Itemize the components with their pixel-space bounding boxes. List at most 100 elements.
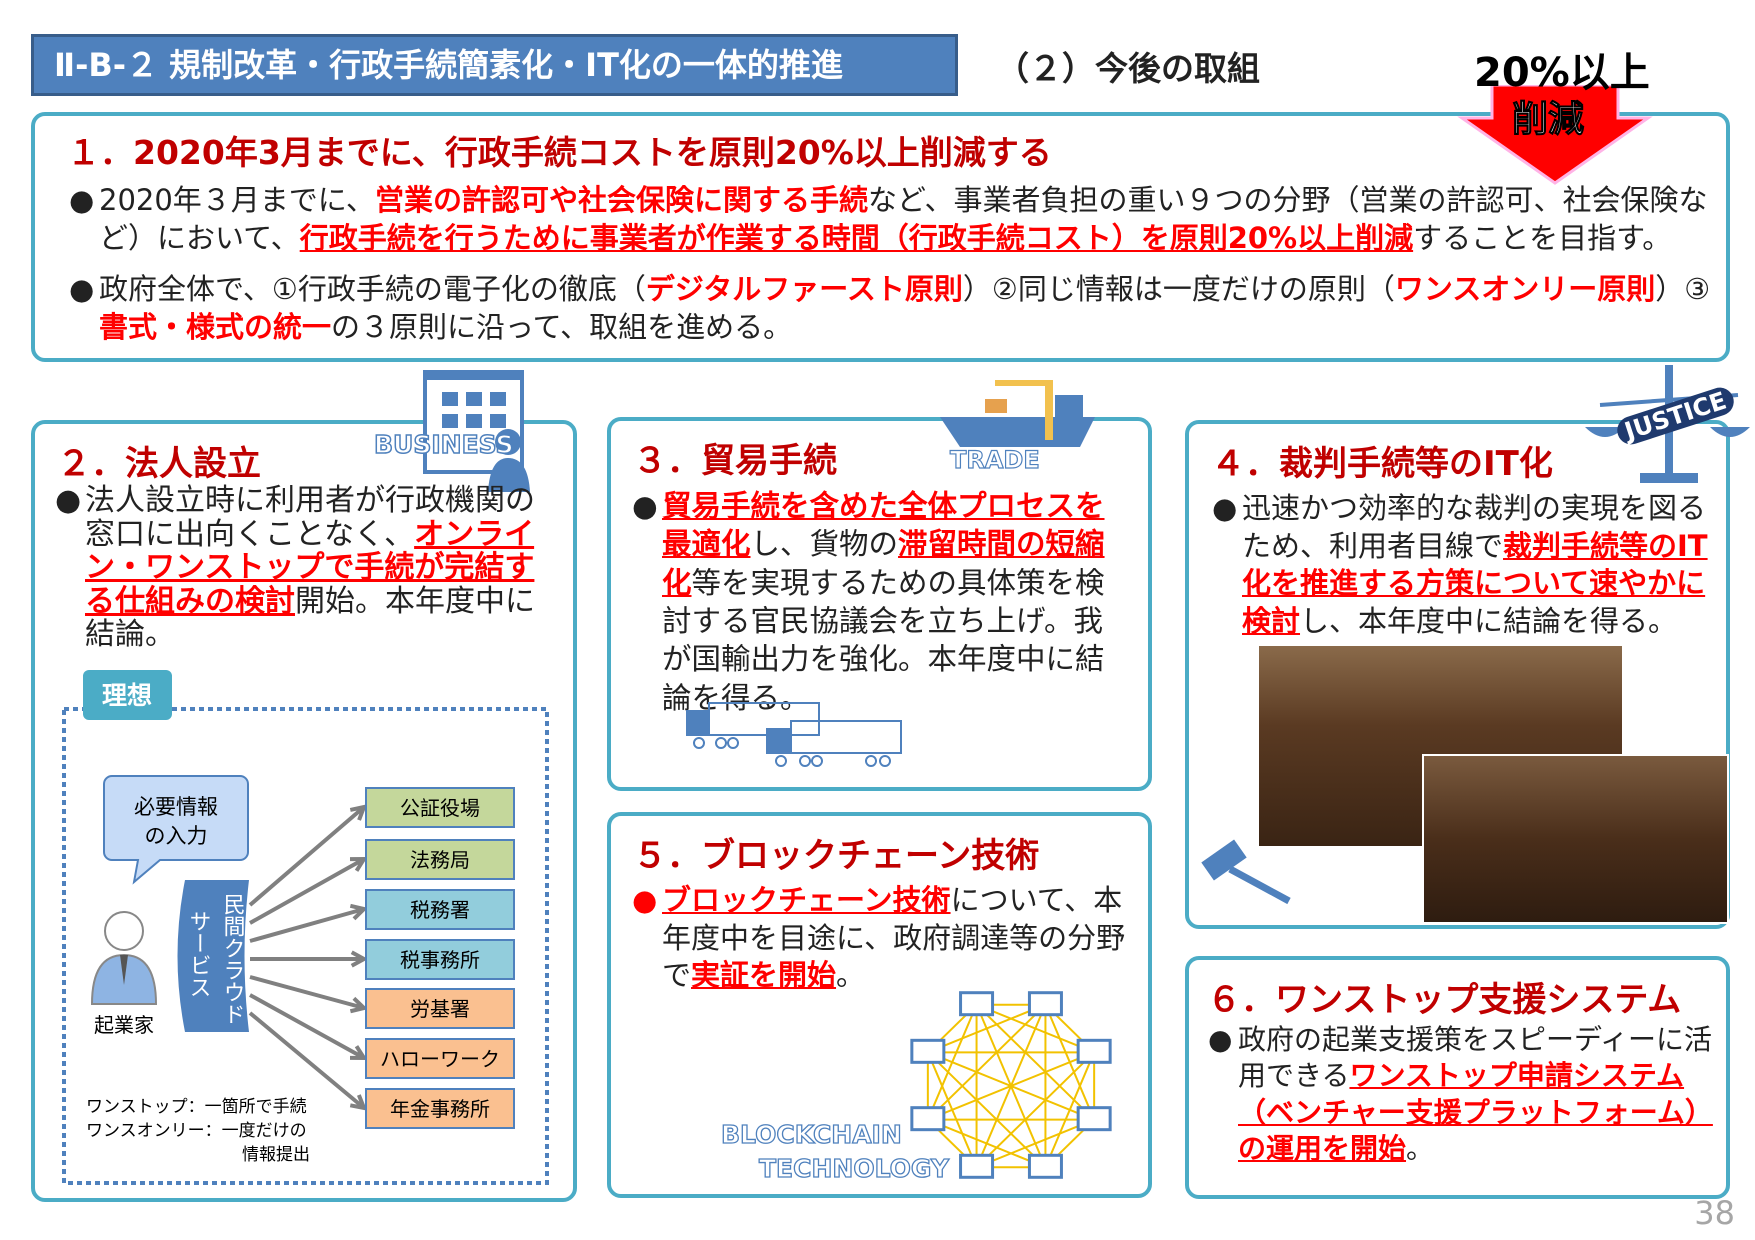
network-link	[975, 1004, 1047, 1168]
gavel-icon	[1201, 839, 1291, 905]
highlight: ワンストップ申請システム（ベンチャー支援プラットフォーム）の運用を開始	[1238, 1059, 1713, 1166]
text: することを目指す。	[1413, 220, 1672, 255]
text: 等を実現するための具体策を検討する官民協議会を立ち上げ。我が国輸出力を強化。本年…	[662, 565, 1105, 715]
blockchain-label: BLOCKCHAIN TECHNOLOGY	[720, 1118, 949, 1186]
highlight: 滞留時間の短縮化	[662, 527, 1105, 600]
page-subtitle: （２）今後の取組	[996, 49, 1260, 88]
network-link	[927, 1003, 1047, 1121]
section-3-title: ３．貿易手続	[633, 441, 837, 481]
highlight: 実証を開始	[691, 958, 837, 993]
highlight: 営業の許認可や社会保険に関する手続	[374, 183, 868, 217]
bullet-icon: ●	[632, 883, 658, 917]
laptop-icon	[910, 1106, 946, 1132]
office-box	[365, 1088, 515, 1129]
text: 2020年３月までに、	[99, 183, 375, 217]
office-box	[365, 787, 515, 828]
text: の３原則に沿って、取組を進める。	[331, 309, 793, 344]
arrow	[249, 975, 369, 1014]
blockchain-label-line: TECHNOLOGY	[758, 1153, 949, 1183]
section-4-title: ４．裁判手続等のIT化	[1211, 444, 1553, 484]
business-building-icon	[423, 370, 530, 492]
entrepreneur-icon	[90, 911, 158, 1005]
text: 迅速かつ効率的な裁判の実現を図るため、利用者目線で	[1242, 491, 1707, 563]
section-5-title: ５．ブロックチェーン技術	[633, 836, 1040, 876]
section-3-bullet: ● 貿易手続を含めた全体プロセスを最適化し、貨物の滞留時間の短縮化等を実現するた…	[632, 487, 1132, 717]
arrow	[249, 856, 368, 925]
highlight: 裁判手続等のIT化を推進する方策について速やかに検討	[1242, 528, 1708, 639]
arrow	[249, 903, 369, 943]
section-1-bullet-1: ● 2020年３月までに、営業の許認可や社会保険に関する手続など、事業者負担の重…	[69, 182, 1719, 257]
office-label: 労基署	[410, 997, 470, 1021]
office-label: ハローワーク	[380, 1047, 500, 1071]
bubble-text: 必要情報	[134, 795, 218, 819]
section-5-box: ５．ブロックチェーン技術 ● ブロックチェーン技術について、本年度中を目途に、政…	[607, 812, 1152, 1198]
laptop-icon	[910, 1038, 946, 1064]
highlight: オンライン・ワンストップで手続が完結する仕組みの検討	[85, 516, 535, 619]
network-link	[975, 1003, 1095, 1121]
note: 情報提出	[242, 1145, 310, 1165]
laptop-icon	[1027, 1153, 1063, 1179]
text: ）②同じ情報は一度だけの原則（	[962, 272, 1395, 306]
office-label: 税事務所	[400, 948, 480, 972]
business-label: BUSINESS	[373, 429, 514, 460]
office-label: 税務署	[410, 898, 470, 922]
text: について、本年度中を目途に、政府調達等の分野で	[662, 883, 1126, 993]
section-4-bullet: ● 迅速かつ効率的な裁判の実現を図るため、利用者目線で裁判手続等のIT化を推進す…	[1212, 490, 1714, 641]
text: 法人設立時に利用者が行政機関の窓口に出向くことなく、	[85, 483, 535, 552]
network-link	[926, 1051, 978, 1168]
network-link	[976, 1003, 1095, 1054]
trade-label: TRADE	[949, 445, 1040, 474]
section-5-bullet: ● ブロックチェーン技術について、本年度中を目途に、政府調達等の分野で実証を開始…	[632, 882, 1137, 995]
office-box	[365, 1038, 515, 1079]
office-box	[365, 839, 515, 880]
speech-bubble	[103, 775, 249, 885]
cloud-service-band	[177, 880, 249, 1032]
text: など、事業者負担の重い９つの分野（営業の許認可、社会保険など）において、	[99, 183, 1708, 255]
cloud-service-label: サービス	[186, 910, 211, 998]
page-number: 38	[1694, 1194, 1735, 1232]
office-box	[365, 939, 515, 980]
highlight: ブロックチェーン技術	[662, 883, 951, 917]
note: ワンストップ：一箇所で手続	[86, 1097, 307, 1117]
bullet-icon: ●	[1212, 491, 1238, 525]
laptop-icon	[1076, 1038, 1112, 1064]
section-6-bullet: ● 政府の起業支援策をスピーディーに活用できるワンストップ申請システム（ベンチャ…	[1208, 1022, 1713, 1168]
office-box	[365, 889, 515, 930]
section-3-box: ３．貿易手続 ● 貿易手続を含めた全体プロセスを最適化し、貨物の滞留時間の短縮化…	[607, 417, 1152, 791]
text: ）③	[1655, 272, 1711, 306]
laptop-icon	[1076, 1106, 1112, 1132]
section-6-box: ６．ワンストップ支援システム ● 政府の起業支援策をスピーディーに活用できるワン…	[1185, 956, 1730, 1199]
office-box	[365, 988, 515, 1029]
office-label: 年金事務所	[390, 1097, 490, 1121]
ideal-label-bg	[83, 670, 172, 720]
bubble-text: の入力	[145, 824, 208, 848]
bullet-icon: ●	[1208, 1023, 1233, 1056]
trucks-icon	[686, 702, 902, 767]
section-6-title: ６．ワンストップ支援システム	[1207, 980, 1682, 1020]
cargo-ship-icon	[940, 380, 1095, 447]
highlight: 行政手続を行うために事業者が作業する時間（行政手続コスト）を原則20%以上削減	[299, 220, 1414, 255]
bullet-icon: ●	[55, 483, 82, 518]
highlight: デジタルファースト原則	[645, 272, 963, 306]
section-1-bullet-2: ● 政府全体で、①行政手続の電子化の徹底（デジタルファースト原則）②同じ情報は一…	[69, 271, 1719, 346]
ideal-flow-diagram: 理想 必要情報 の入力 起業家 民間クラウド サービス 公証役場法務局税務署税事…	[62, 670, 549, 1185]
office-label: 公証役場	[400, 796, 480, 820]
text: 政府全体で、①行政手続の電子化の徹底（	[99, 272, 646, 306]
section-1-box: １．2020年3月までに、行政手続コストを原則20%以上削減する ● 2020年…	[31, 112, 1730, 362]
laptop-icon	[959, 1153, 995, 1179]
bullet-icon: ●	[632, 489, 658, 523]
section-2-title: ２．法人設立	[57, 444, 261, 484]
highlight: 書式・様式の統一	[99, 309, 332, 344]
arrow	[248, 1011, 368, 1111]
network-link	[926, 1004, 978, 1121]
ideal-label: 理想	[102, 681, 152, 710]
text: 。	[1406, 1132, 1435, 1166]
bullet-icon: ●	[69, 183, 95, 217]
arrow	[248, 804, 368, 907]
reduction-badge-bottom: 削減	[1511, 99, 1585, 141]
note: ワンスオンリー：一度だけの	[86, 1121, 307, 1141]
office-label: 法務局	[410, 848, 470, 872]
highlight: ワンスオンリー原則	[1394, 272, 1656, 306]
section-2-bullet: ● 法人設立時に利用者が行政機関の窓口に出向くことなく、オンライン・ワンストップ…	[55, 483, 555, 652]
text: し、貨物の	[750, 527, 899, 562]
